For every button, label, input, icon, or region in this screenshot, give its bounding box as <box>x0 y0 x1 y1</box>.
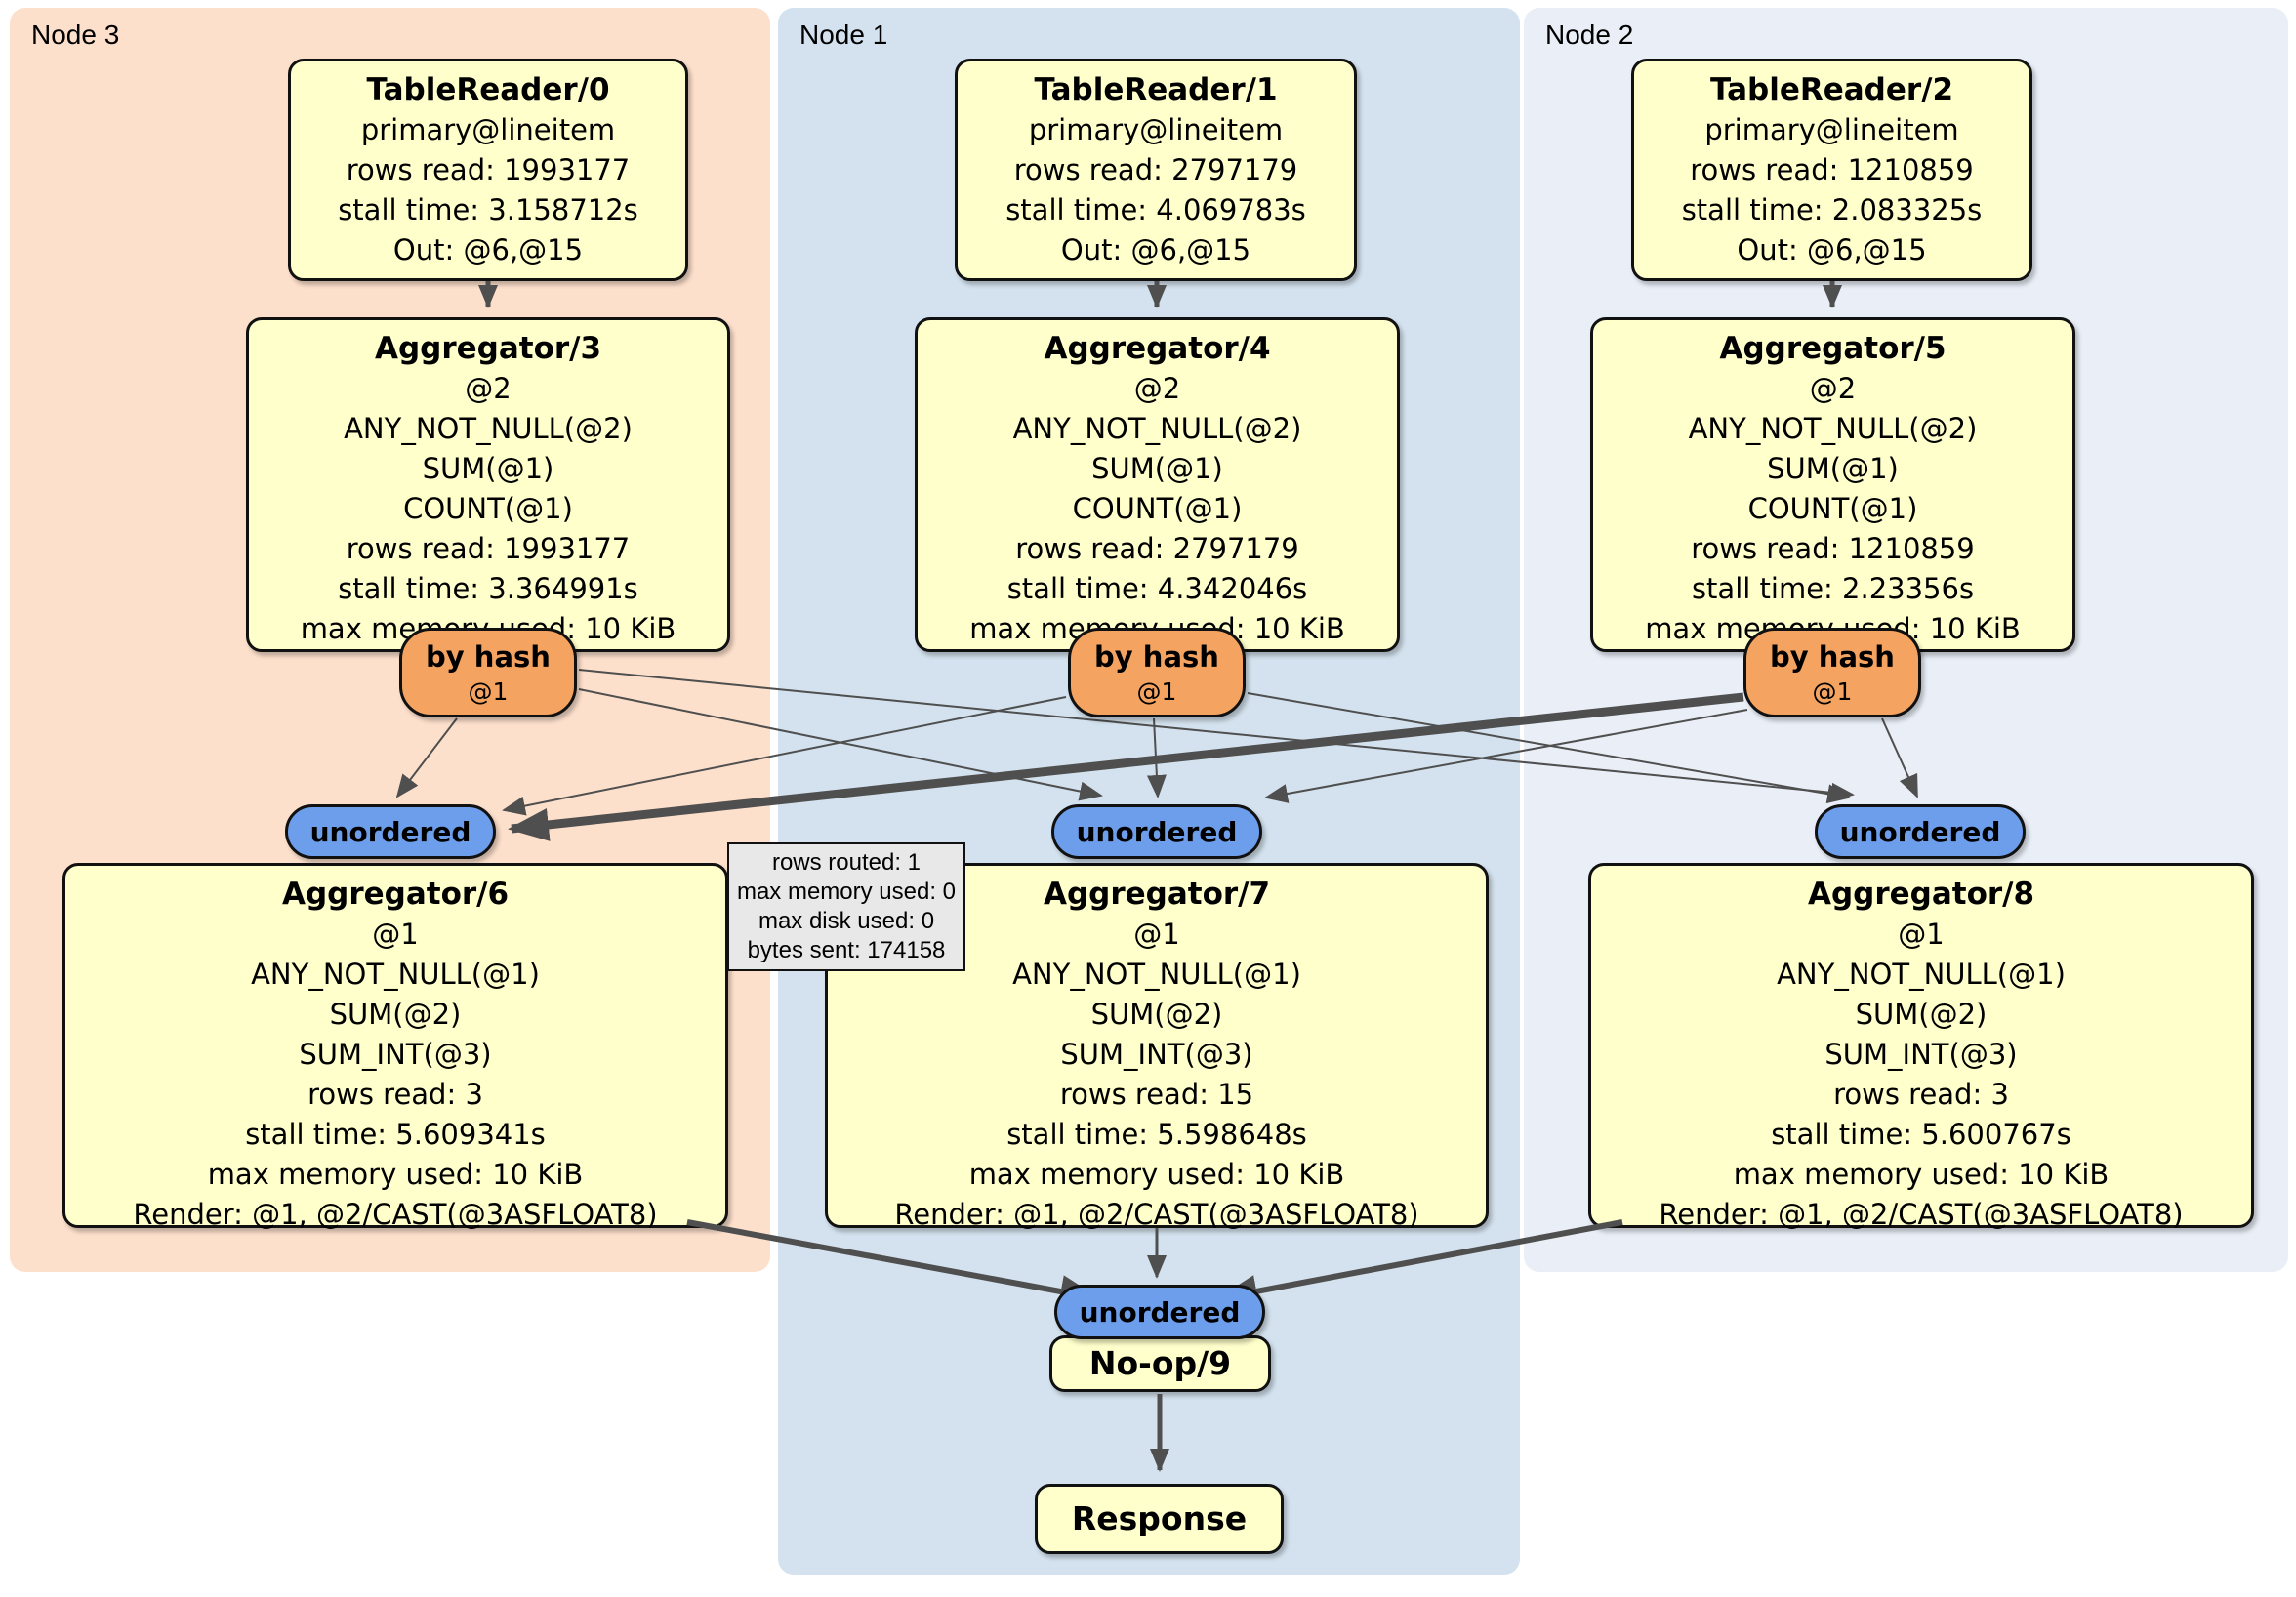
panel-node2-label: Node 2 <box>1545 20 1634 50</box>
by-hash-router-node1: by hash @1 <box>1068 628 1246 717</box>
node-title: Aggregator/5 <box>1719 331 1947 366</box>
node-title: Aggregator/7 <box>1043 877 1271 912</box>
unordered-label: unordered <box>1079 1295 1241 1329</box>
by-hash-column: @1 <box>1136 677 1177 706</box>
unordered-label: unordered <box>309 815 472 848</box>
unordered-sync-node2: unordered <box>1815 804 2026 859</box>
by-hash-column: @1 <box>468 677 509 706</box>
by-hash-router-node3: by hash @1 <box>399 628 577 717</box>
by-hash-label: by hash <box>1094 640 1219 674</box>
node-title: Aggregator/6 <box>281 877 510 912</box>
unordered-sync-final: unordered <box>1054 1285 1265 1339</box>
node-title: Response <box>1071 1499 1248 1537</box>
unordered-label: unordered <box>1839 815 2001 848</box>
node-title: Aggregator/3 <box>374 331 602 366</box>
node-title: Aggregator/8 <box>1807 877 2035 912</box>
unordered-label: unordered <box>1076 815 1238 848</box>
node-title: Aggregator/4 <box>1044 331 1271 366</box>
by-hash-column: @1 <box>1812 677 1853 706</box>
by-hash-router-node2: by hash @1 <box>1743 628 1921 717</box>
unordered-sync-node1: unordered <box>1051 804 1262 859</box>
panel-node1-label: Node 1 <box>800 20 888 50</box>
node-title: TableReader/1 <box>1034 72 1278 107</box>
by-hash-label: by hash <box>426 640 551 674</box>
node-title: TableReader/0 <box>366 72 610 107</box>
node-title: TableReader/2 <box>1709 72 1954 107</box>
unordered-sync-node3: unordered <box>285 804 496 859</box>
node-title: No-op/9 <box>1088 1344 1232 1382</box>
panel-node3-label: Node 3 <box>31 20 120 50</box>
plan-node-response: Response <box>1035 1484 1284 1554</box>
by-hash-label: by hash <box>1770 640 1895 674</box>
